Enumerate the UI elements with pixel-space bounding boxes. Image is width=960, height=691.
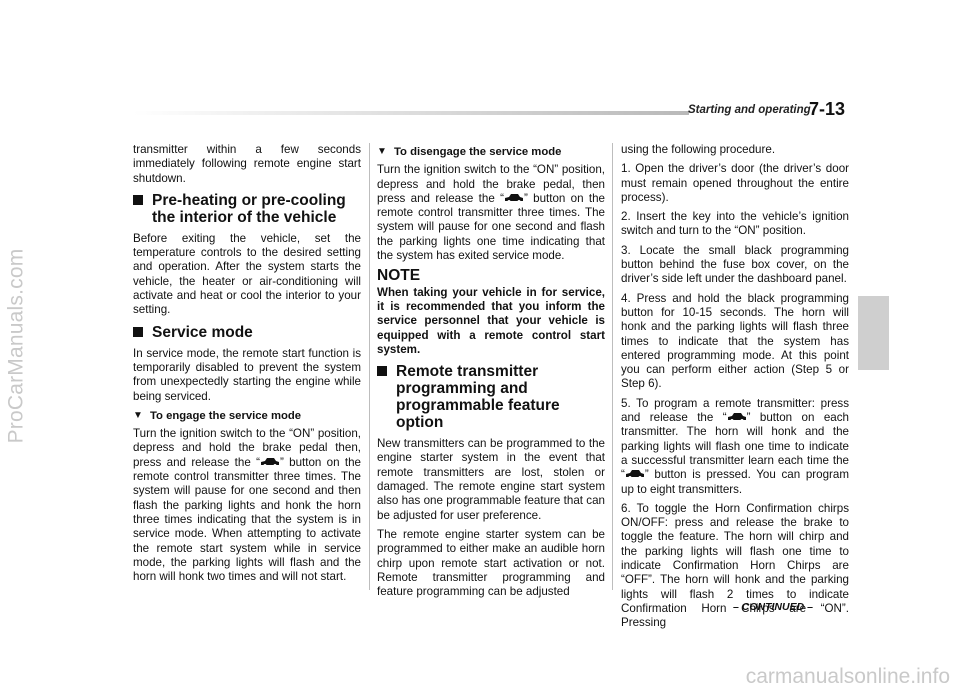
step-2: 2. Insert the key into the vehicle’s ign…: [621, 210, 849, 238]
service-mode-paragraph: In service mode, the remote start functi…: [133, 346, 361, 403]
column-divider-2: [612, 143, 613, 590]
section-square-icon: [133, 324, 152, 341]
remote-programming-heading: Remote transmitter programming and progr…: [377, 363, 605, 431]
remote-paragraph-2: The remote engine starter system can be …: [377, 527, 605, 599]
remote-programming-heading-text: Remote transmitter programming and progr…: [396, 363, 560, 432]
car-icon: [260, 457, 279, 467]
disengage-service-heading: ▼ To disengage the service mode: [377, 145, 605, 159]
step-5: 5. To program a remote transmitter: pres…: [621, 396, 849, 496]
column-2: ▼ To disengage the service mode Turn the…: [377, 143, 605, 604]
car-icon: [504, 193, 523, 203]
preheat-heading-text: Pre-heating or pre-cooling the interior …: [152, 191, 346, 226]
remote-paragraph-1: New transmitters can be programmed to th…: [377, 437, 605, 522]
preheat-heading: Pre-heating or pre-cooling the interior …: [133, 192, 361, 226]
down-triangle-icon: ▼: [377, 146, 387, 157]
chapter-thumb-tab: [858, 296, 889, 370]
car-icon: [727, 413, 746, 423]
section-square-icon: [377, 363, 396, 431]
side-watermark-text: ProCarManuals.com: [4, 248, 27, 443]
bottom-watermark: carmanualsonline.info: [745, 665, 950, 688]
side-watermark: ProCarManuals.com: [0, 0, 32, 691]
step-4: 4. Press and hold the black programming …: [621, 291, 849, 391]
column-divider-1: [369, 143, 370, 590]
car-icon: [625, 470, 644, 480]
preheat-paragraph: Before exiting the vehicle, set the temp…: [133, 231, 361, 317]
note-heading: NOTE: [377, 267, 421, 285]
note-paragraph: When taking your vehicle in for service,…: [377, 285, 605, 356]
intro-paragraph: transmitter within a few seconds immedia…: [133, 143, 361, 185]
service-mode-heading-text: Service mode: [152, 323, 253, 341]
column-3: using the following procedure. 1. Open t…: [621, 143, 849, 636]
disengage-service-heading-text: To disengage the service mode: [394, 146, 562, 158]
engage-service-heading-text: To engage the service mode: [150, 409, 302, 422]
header-rule: [133, 111, 689, 115]
column-1: transmitter within a few seconds immedia…: [133, 143, 361, 589]
procedure-intro: using the following procedure.: [621, 143, 776, 156]
step-1: 1. Open the driver’s door (the driver’s …: [621, 162, 849, 204]
engage-service-paragraph: Turn the ignition switch to the “ON” pos…: [133, 427, 361, 584]
running-header-title: Starting and operating: [688, 104, 811, 116]
engage-service-heading: ▼ To engage the service mode: [133, 409, 361, 423]
section-square-icon: [133, 192, 152, 226]
continued-label: – CONTINUED –: [733, 601, 813, 613]
page-number: 7-13: [809, 99, 846, 119]
disengage-service-paragraph: Turn the ignition switch to the “ON” pos…: [377, 163, 605, 263]
service-mode-heading: Service mode: [133, 324, 361, 341]
step-6: 6. To toggle the Horn Confirmation chirp…: [621, 501, 849, 630]
down-triangle-icon: ▼: [133, 409, 143, 421]
step-3: 3. Locate the small black programming bu…: [621, 243, 849, 286]
